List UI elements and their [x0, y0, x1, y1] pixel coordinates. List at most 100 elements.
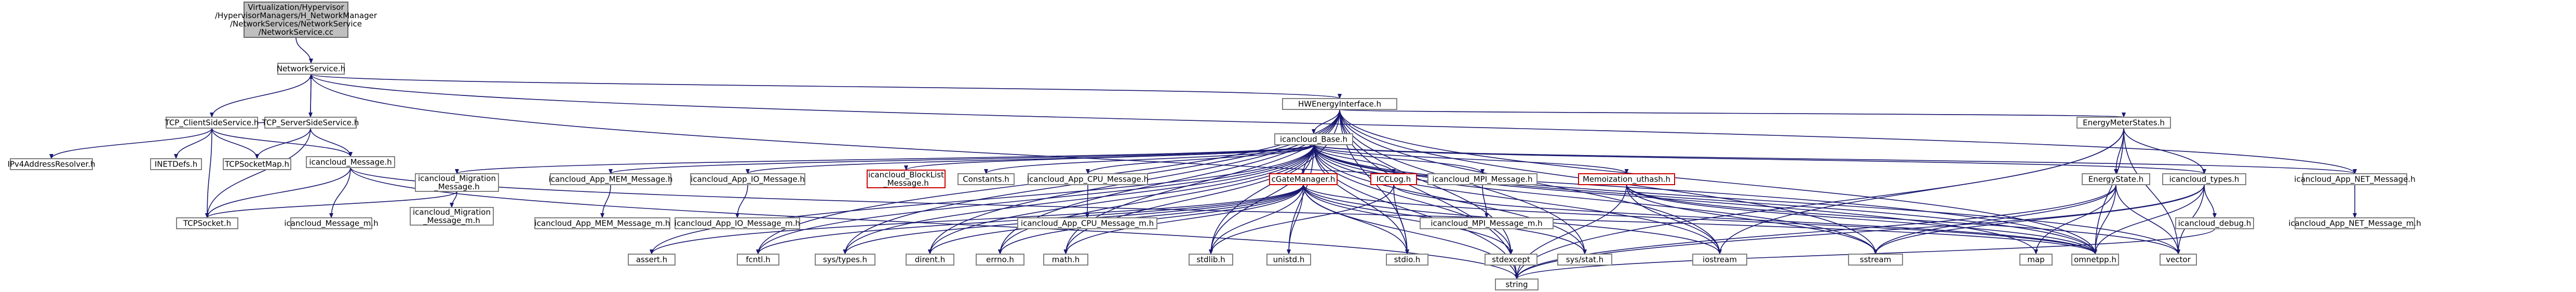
node-io[interactable]: icancloud_App_IO_Message.h	[690, 173, 805, 185]
edge-iccl-stdlib	[1209, 184, 1394, 255]
node-server[interactable]: TCP_ServerSideService.h	[262, 117, 359, 129]
node-net[interactable]: icancloud_App_NET_Message.h	[2294, 173, 2416, 185]
node-cm[interactable]: cGateManager.h	[1269, 173, 1338, 185]
node-box	[690, 173, 805, 185]
edge-iccl-stdio	[1393, 184, 1409, 255]
node-label: icancloud_debug.h	[2178, 219, 2251, 229]
edge-base-sysstat	[1313, 144, 1587, 255]
node-label: IPv4AddressResolver.h	[8, 160, 96, 169]
node-box	[290, 217, 372, 229]
node-inetdefs[interactable]: INETDefs.h	[150, 158, 202, 170]
node-label: fcntl.h	[746, 255, 770, 265]
node-box	[166, 117, 258, 129]
node-errno[interactable]: errno.h	[976, 254, 1024, 266]
node-ems[interactable]: EnergyMeterStates.h	[2076, 117, 2171, 129]
node-iostream[interactable]: iostream	[1692, 254, 1747, 266]
node-box	[675, 217, 800, 229]
node-box	[306, 156, 395, 168]
node-ns[interactable]: NetworkService.h	[277, 63, 345, 75]
node-label: icancloud_App_MEM_Message.h	[549, 175, 673, 185]
edge-base-iccl	[1313, 144, 1396, 174]
edge-memo-omnetpp	[1626, 184, 2097, 255]
node-root[interactable]: Virtualization/Hypervisor/HypervisorMana…	[215, 2, 377, 38]
node-label: Memoization_uthash.h	[1583, 175, 1670, 185]
node-stdlib[interactable]: stdlib.h	[1189, 254, 1233, 266]
edge-memo-sstream	[1626, 184, 1878, 255]
edge-types-sstream	[1873, 184, 2205, 255]
node-mpi[interactable]: icancloud_MPI_Message.h	[1427, 173, 1537, 185]
node-tcpsocket[interactable]: TCPSocket.h	[176, 217, 238, 229]
node-mpim[interactable]: icancloud_MPI_Message_m.h	[1420, 217, 1554, 229]
node-label: icancloud_Base.h	[1280, 135, 1347, 145]
node-label: icancloud_App_NET_Message.h	[2294, 175, 2415, 185]
node-mem[interactable]: icancloud_App_MEM_Message.h	[549, 173, 673, 185]
node-box	[1495, 279, 1539, 290]
edge-cpu-cpum	[1085, 184, 1090, 218]
node-math[interactable]: math.h	[1043, 254, 1088, 266]
node-vector[interactable]: vector	[2160, 254, 2197, 266]
node-label: INETDefs.h	[155, 160, 197, 169]
node-label: Constants.h	[963, 175, 1009, 184]
edge-hwe-ems	[1339, 109, 2125, 118]
node-asserth[interactable]: assert.h	[628, 254, 676, 266]
node-ipv4[interactable]: IPv4AddressResolver.h	[8, 158, 96, 170]
node-label: icancloud_Message.h	[309, 158, 392, 168]
node-netm[interactable]: icancloud_App_NET_Message_m.h	[2288, 217, 2421, 229]
node-box	[1043, 254, 1088, 266]
node-consts[interactable]: Constants.h	[957, 173, 1015, 185]
node-icmsgm[interactable]: icancloud_Message_m.h	[284, 217, 379, 229]
node-box	[550, 173, 671, 185]
node-types[interactable]: icancloud_types.h	[2162, 173, 2246, 185]
node-label: Virtualization/Hypervisor	[248, 3, 344, 12]
node-client[interactable]: TCP_ClientSideService.h	[165, 117, 259, 129]
node-omnetpp[interactable]: omnetpp.h	[2071, 254, 2119, 266]
node-iom[interactable]: icancloud_App_IO_Message_m.h	[675, 217, 800, 229]
node-hwe[interactable]: HWEnergyInterface.h	[1282, 98, 1397, 110]
node-migr[interactable]: icancloud_Migration_Message.h	[415, 173, 499, 192]
node-tcpsockmap[interactable]: TCPSocketMap.h	[223, 158, 291, 170]
node-icmsg[interactable]: icancloud_Message.h	[306, 156, 395, 168]
node-dbg[interactable]: icancloud_debug.h	[2175, 217, 2254, 229]
node-label: TCPSocket.h	[183, 219, 231, 228]
node-box	[277, 63, 345, 75]
node-memm[interactable]: icancloud_App_MEM_Message_m.h	[534, 217, 670, 229]
node-sysstat[interactable]: sys/stat.h	[1557, 254, 1612, 266]
edge-hwe-omnetpp	[1339, 109, 2097, 255]
node-label: EnergyState.h	[2088, 175, 2144, 184]
node-base[interactable]: icancloud_Base.h	[1274, 133, 1353, 145]
node-label: icancloud_Message_m.h	[284, 219, 378, 229]
node-systypes[interactable]: sys/types.h	[815, 254, 875, 266]
node-migrm[interactable]: icancloud_Migration_Message_m.h	[410, 207, 494, 226]
node-es[interactable]: EnergyState.h	[2082, 173, 2150, 185]
node-cpum[interactable]: icancloud_App_CPU_Message_m.h	[1017, 217, 1157, 229]
node-box	[264, 117, 357, 129]
edge-es-map	[2034, 184, 2116, 255]
edge-migr-migrm	[450, 191, 457, 208]
node-stdio[interactable]: stdio.h	[1386, 254, 1428, 266]
node-box	[176, 217, 238, 229]
edge-base-omnetpp	[1313, 144, 2097, 255]
node-fcntl[interactable]: fcntl.h	[737, 254, 779, 266]
edge-client-ipv4	[49, 128, 212, 159]
node-unistd[interactable]: unistd.h	[1266, 254, 1311, 266]
node-sstream[interactable]: sstream	[1848, 254, 1903, 266]
node-box	[223, 158, 291, 170]
node-dirent[interactable]: dirent.h	[906, 254, 954, 266]
node-iccl[interactable]: ICCLog.h	[1370, 173, 1417, 185]
node-box	[150, 158, 202, 170]
edge-base-systypes	[843, 144, 1314, 255]
node-memo[interactable]: Memoization_uthash.h	[1578, 173, 1675, 185]
node-cpu[interactable]: icancloud_App_CPU_Message.h	[1027, 173, 1149, 185]
node-label: icancloud_App_CPU_Message.h	[1027, 175, 1149, 185]
node-label: unistd.h	[1273, 255, 1305, 265]
edge-base-math	[1063, 144, 1314, 255]
node-stdexcept[interactable]: stdexcept	[1485, 254, 1537, 266]
node-box	[1017, 217, 1157, 229]
node-string[interactable]: string	[1495, 279, 1539, 290]
node-map[interactable]: map	[2019, 254, 2053, 266]
node-label: ICCLog.h	[1377, 175, 1411, 184]
node-label: icancloud_MPI_Message.h	[1432, 175, 1532, 185]
node-label: sys/stat.h	[1566, 255, 1604, 265]
node-box	[867, 170, 946, 188]
node-bl[interactable]: icancloud_BlockList_Message.h	[867, 170, 946, 188]
